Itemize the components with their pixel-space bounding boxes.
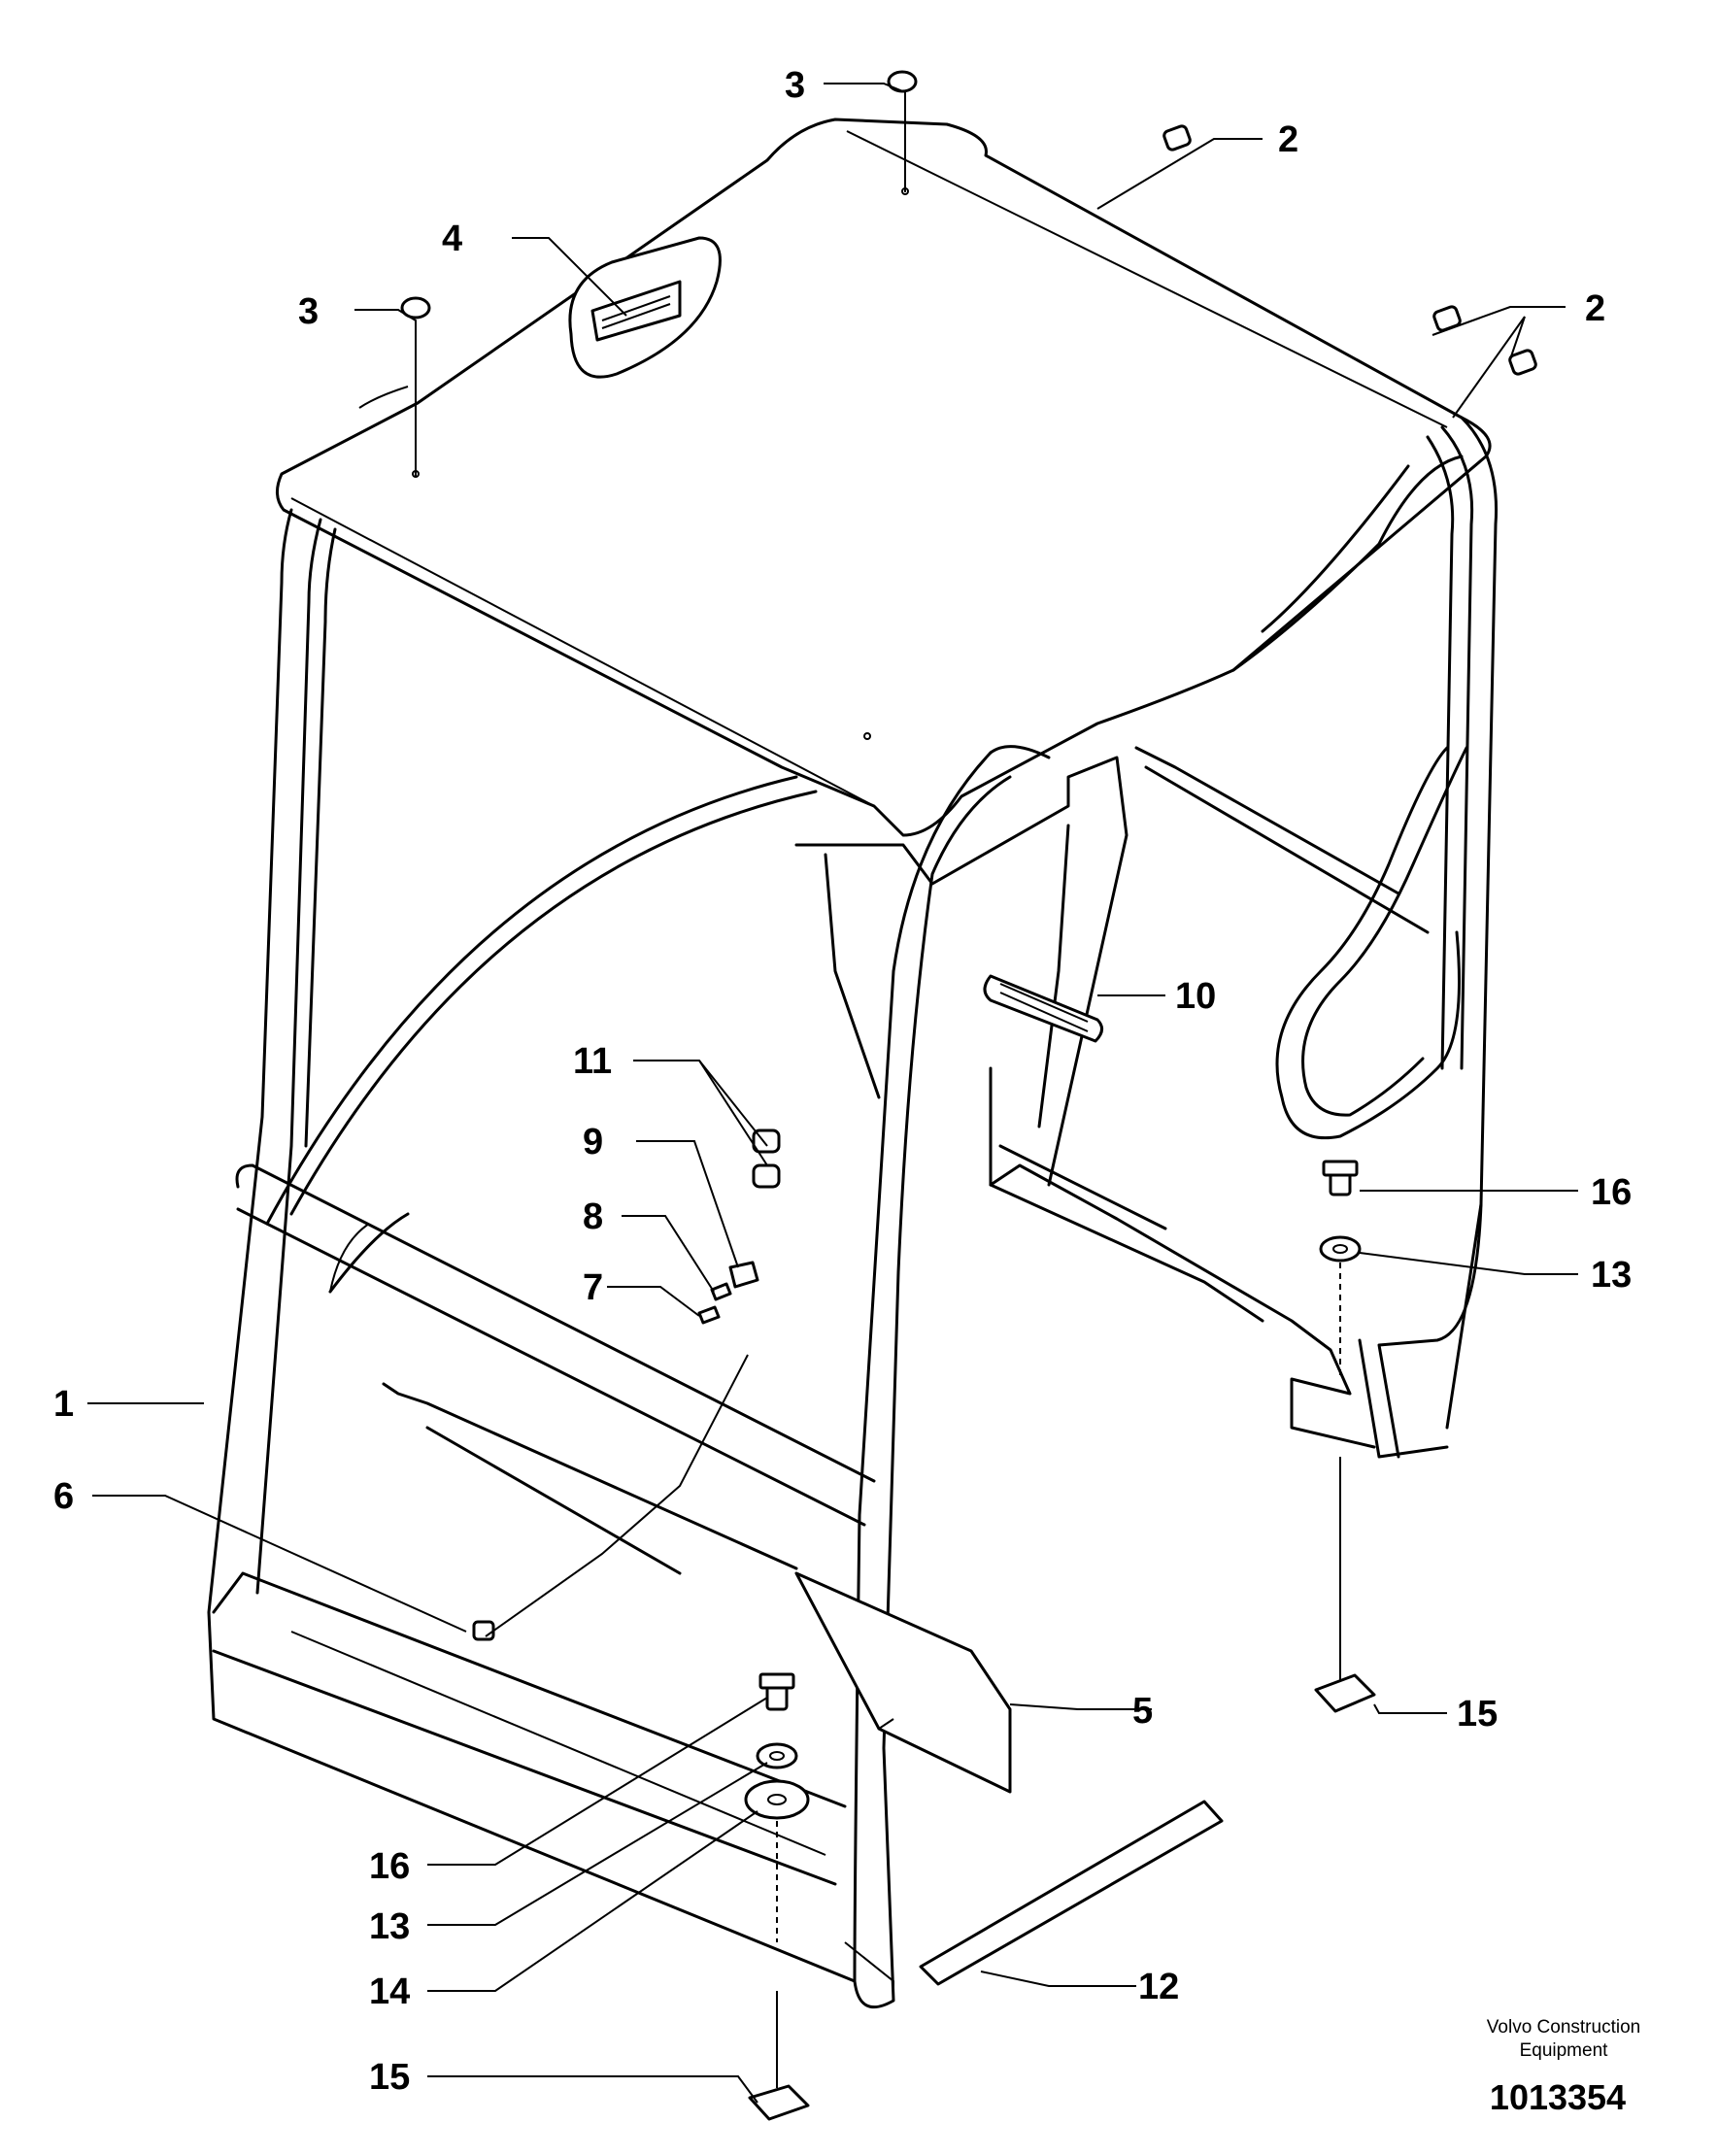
callout-cap-top-left: 3 bbox=[298, 291, 319, 332]
callout-pad-left: 15 bbox=[369, 2057, 410, 2098]
credit-line-2: Equipment bbox=[1520, 2040, 1609, 2061]
callout-plug-right-pair: 2 bbox=[1585, 288, 1605, 329]
document-number: 1013354 bbox=[1490, 2077, 1626, 2117]
callout-washer-left: 13 bbox=[369, 1906, 410, 1947]
callout-handle-grip: 10 bbox=[1175, 976, 1216, 1017]
callout-screw: 9 bbox=[583, 1122, 603, 1162]
cabin-frame-drawing bbox=[207, 70, 1537, 2121]
diagram-credit: Volvo Construction Equipment 1013354 bbox=[1487, 2017, 1640, 2117]
callout-labels: 1 2 2 3 3 4 5 6 7 8 9 10 11 12 13 13 14 … bbox=[53, 65, 1632, 2098]
callout-pad-right: 15 bbox=[1457, 1694, 1498, 1735]
callout-cabin-frame: 1 bbox=[53, 1384, 74, 1425]
callout-plate: 5 bbox=[1132, 1691, 1153, 1732]
callout-caps: 11 bbox=[573, 1041, 612, 1082]
callout-cable-tie: 7 bbox=[583, 1267, 603, 1308]
callout-cap-top-center: 3 bbox=[785, 65, 805, 106]
callout-decal: 4 bbox=[442, 219, 462, 259]
callout-grommet: 6 bbox=[53, 1476, 74, 1517]
credit-line-1: Volvo Construction bbox=[1487, 2017, 1640, 2038]
callout-bolt-right: 16 bbox=[1591, 1172, 1632, 1213]
callout-washer-right: 13 bbox=[1591, 1255, 1632, 1296]
callout-clip: 8 bbox=[583, 1196, 603, 1237]
callout-bolt-left: 16 bbox=[369, 1846, 410, 1887]
leader-lines bbox=[87, 83, 1578, 2104]
callout-large-washer: 14 bbox=[369, 1971, 410, 2012]
callout-plug-top-right: 2 bbox=[1278, 119, 1298, 160]
callout-strip: 12 bbox=[1138, 1967, 1179, 2007]
